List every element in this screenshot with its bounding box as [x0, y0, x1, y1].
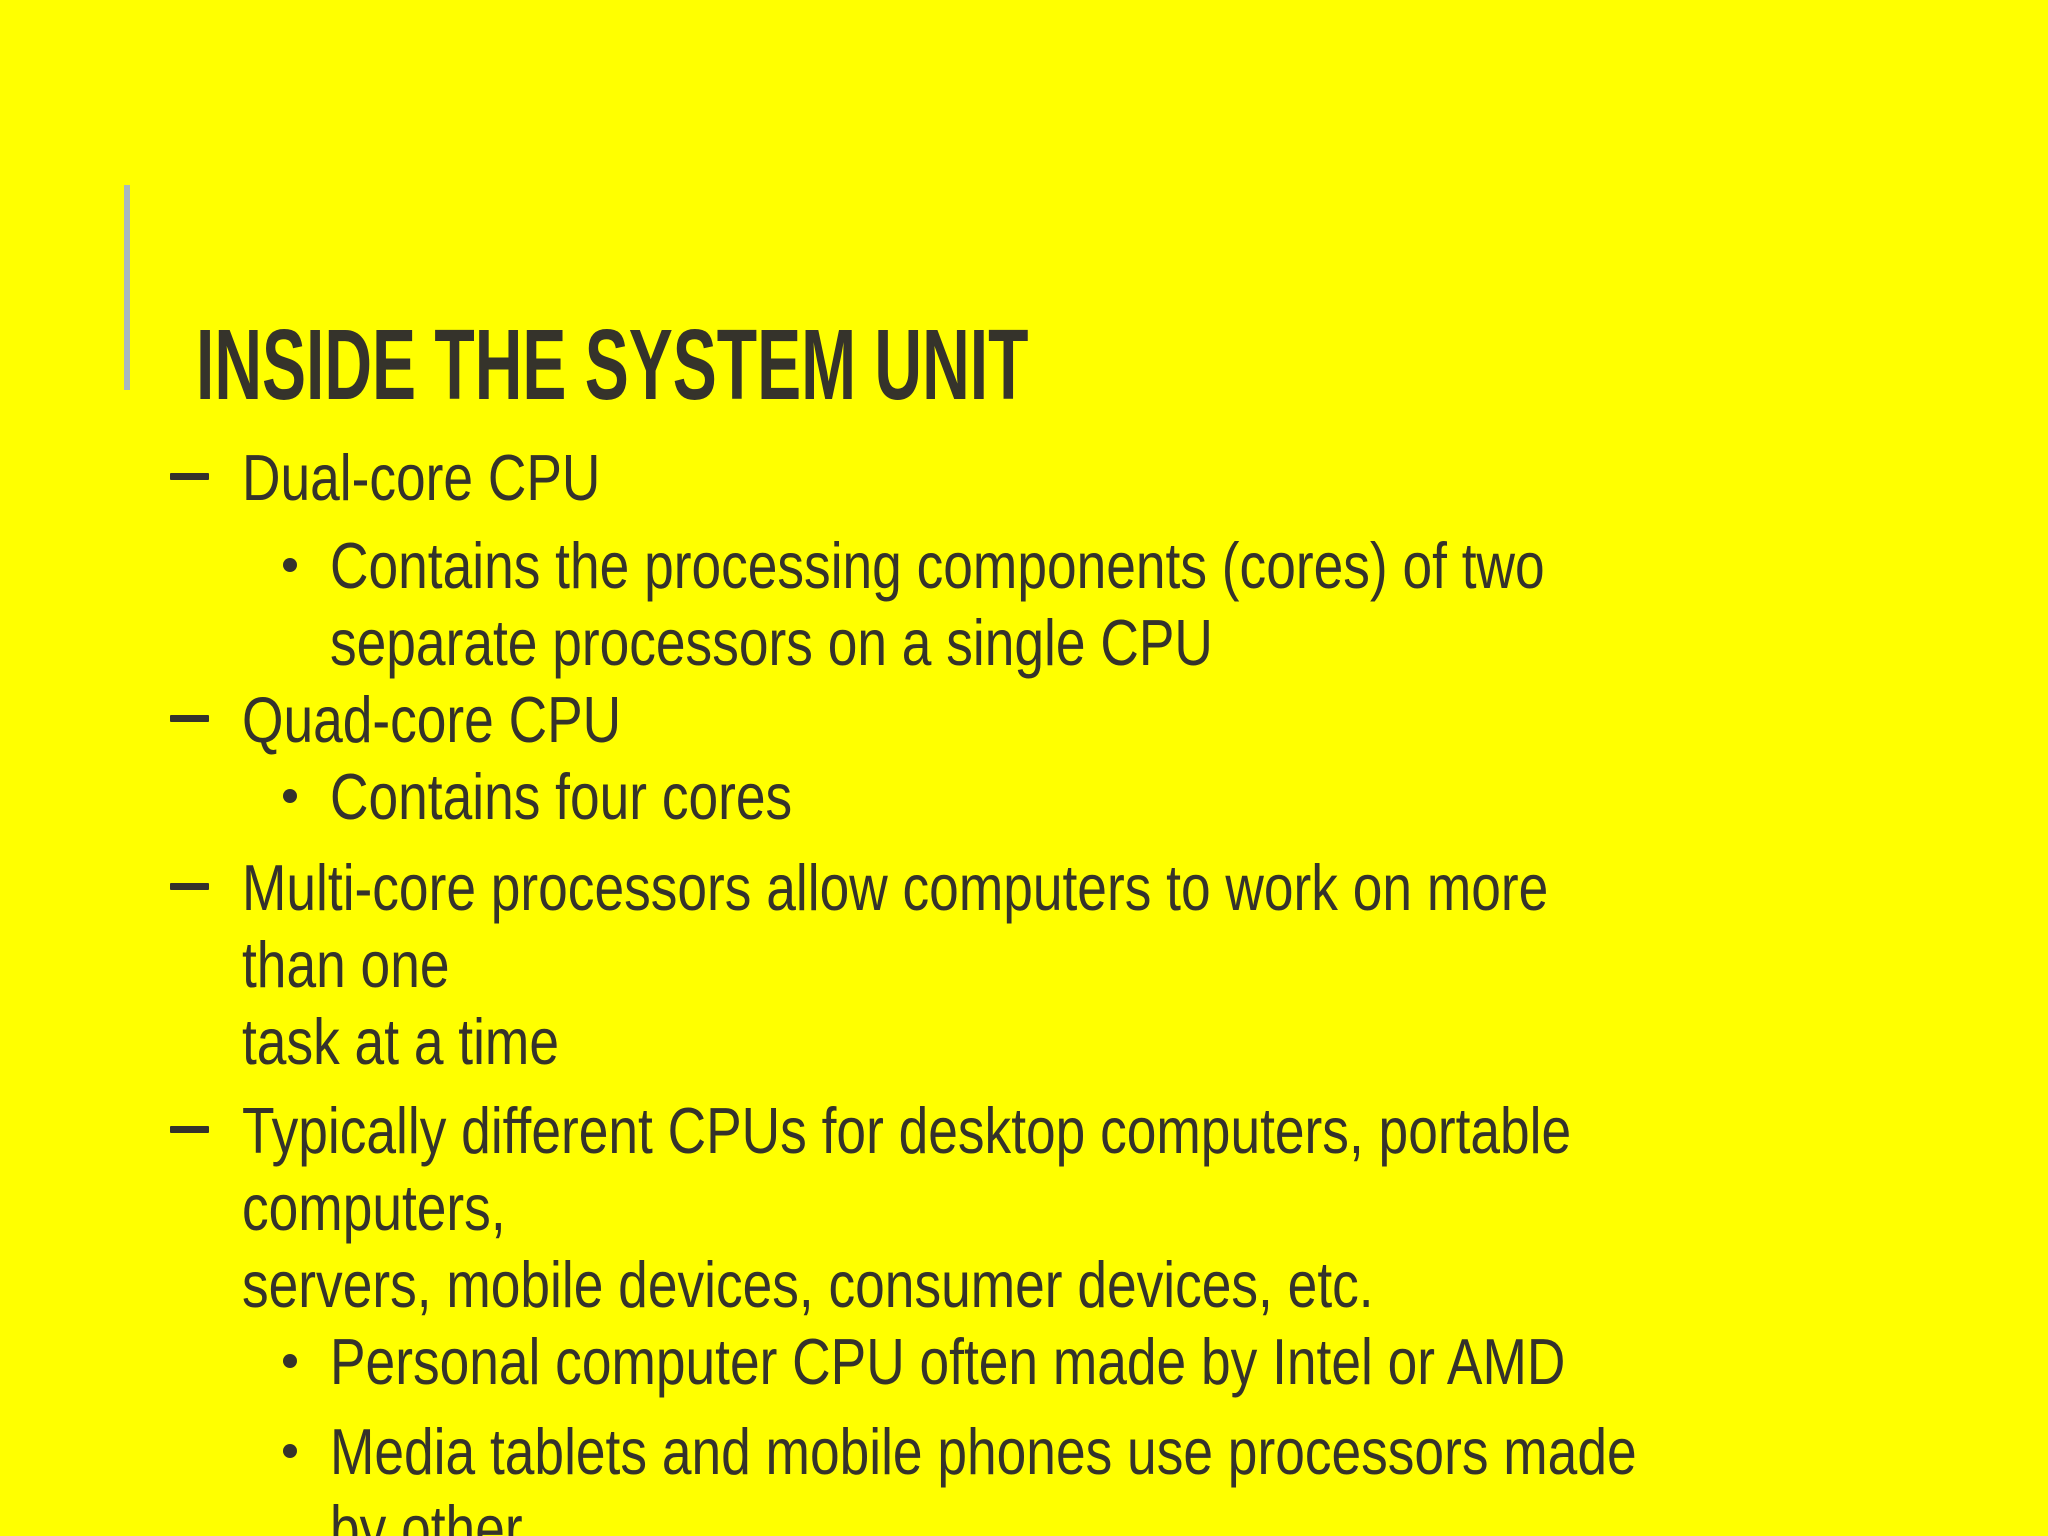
dot-shape: [283, 1354, 297, 1368]
bullet-text: Multi-core processors allow computers to…: [242, 851, 1549, 1078]
bullet-item: Typically different CPUs for desktop com…: [170, 1092, 1990, 1323]
slide-title: INSIDE THE SYSTEM UNIT: [196, 309, 1029, 421]
bullet-text: Media tablets and mobile phones use proc…: [330, 1415, 1637, 1536]
dash-bullet-icon: [170, 681, 242, 758]
bullet-item: Contains four cores: [170, 758, 1990, 835]
bullet-text: Typically different CPUs for desktop com…: [242, 1094, 1572, 1321]
bullet-item: Media tablets and mobile phones use proc…: [170, 1413, 1990, 1536]
dash-bullet-icon: [170, 1092, 242, 1323]
dash-shape: [170, 883, 209, 890]
dash-shape: [170, 473, 209, 480]
bullet-text: Contains four cores: [330, 760, 793, 833]
dot-bullet-icon: [283, 1323, 330, 1400]
dash-shape: [170, 1126, 209, 1133]
dot-shape: [283, 558, 297, 572]
dot-bullet-icon: [283, 527, 330, 681]
bullet-text: Personal computer CPU often made by Inte…: [330, 1325, 1566, 1398]
dot-bullet-icon: [283, 758, 330, 835]
bullet-item: Quad-core CPU: [170, 681, 1990, 758]
bullet-text: Dual-core CPU: [242, 441, 601, 514]
title-accent-bar: [124, 185, 130, 390]
dash-shape: [170, 715, 209, 722]
dot-bullet-icon: [283, 1413, 330, 1536]
bullet-text: Quad-core CPU: [242, 683, 622, 756]
bullet-text: Contains the processing components (core…: [330, 529, 1545, 679]
bullet-item: Multi-core processors allow computers to…: [170, 849, 1990, 1080]
dash-bullet-icon: [170, 439, 242, 516]
bullet-item: Contains the processing components (core…: [170, 527, 1990, 681]
bullet-item: Personal computer CPU often made by Inte…: [170, 1323, 1990, 1400]
dash-bullet-icon: [170, 849, 242, 1080]
dot-shape: [283, 789, 297, 803]
bullet-item: Dual-core CPU: [170, 439, 1990, 516]
bullet-list: Dual-core CPU Contains the processing com…: [170, 439, 1990, 1536]
dot-shape: [283, 1444, 297, 1458]
